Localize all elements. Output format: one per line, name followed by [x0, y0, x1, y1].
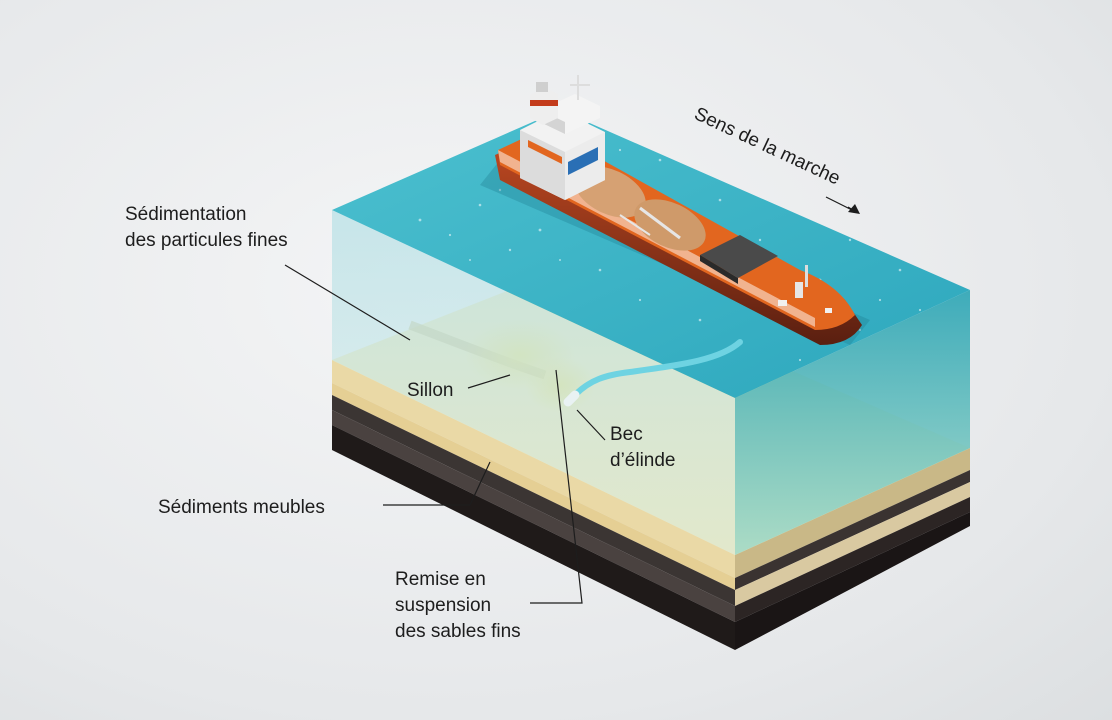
sediments-label: Sédiments meubles: [158, 497, 325, 518]
drag-head: [568, 395, 575, 402]
sedimentation-label-line1: Sédimentation: [125, 204, 246, 225]
remise-label-line1: Remise en: [395, 569, 486, 590]
remise-label-line3: des sables fins: [395, 621, 521, 642]
sedimentation-label-line2: des particules fines: [125, 230, 288, 251]
bec-label-line1: Bec: [610, 424, 643, 445]
sillon-label: Sillon: [407, 380, 453, 401]
direction-label: Sens de la marche: [691, 103, 843, 189]
remise-label-line2: suspension: [395, 595, 491, 616]
direction-arrow: [826, 197, 852, 210]
bec-label-line2: d’élinde: [610, 450, 676, 471]
